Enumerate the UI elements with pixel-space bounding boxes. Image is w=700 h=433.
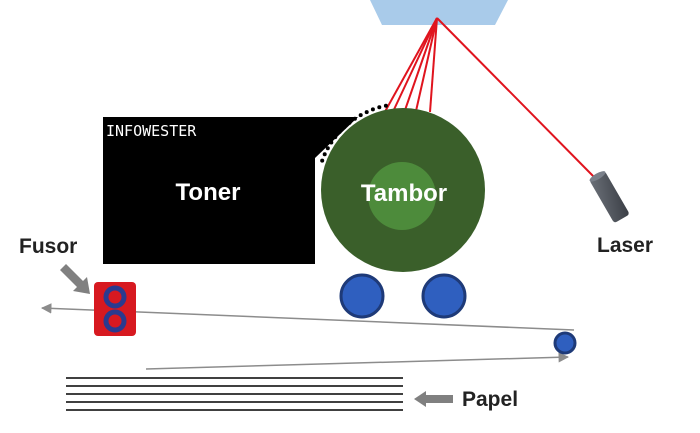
mirror bbox=[370, 0, 508, 25]
toner-particle bbox=[383, 103, 388, 108]
toner-particle bbox=[352, 116, 357, 121]
paper-path-bottom bbox=[145, 352, 570, 370]
laser-beam-4 bbox=[415, 17, 438, 112]
toner-particle bbox=[364, 110, 369, 115]
laser-beam-5 bbox=[429, 17, 438, 113]
paper-stack bbox=[66, 377, 403, 411]
toner-particle bbox=[342, 125, 347, 130]
laser-device bbox=[589, 171, 629, 223]
toner-cartridge bbox=[103, 117, 358, 264]
toner-particle bbox=[377, 105, 382, 110]
toner-particle bbox=[320, 158, 325, 163]
toner-label: Toner bbox=[176, 179, 241, 206]
fuser-roller-bottom bbox=[103, 309, 127, 333]
drum-inner bbox=[368, 162, 436, 230]
brand-label: INFOWESTER bbox=[106, 122, 197, 140]
toner-particle bbox=[329, 140, 334, 145]
toner-particle bbox=[325, 146, 330, 151]
laser-beam-source bbox=[436, 17, 598, 181]
toner-particle bbox=[337, 129, 342, 134]
drum-label: Tambor bbox=[361, 180, 447, 207]
toner-particle bbox=[370, 107, 375, 112]
paper-label: Papel bbox=[462, 388, 518, 411]
fuser-label: Fusor bbox=[19, 235, 77, 258]
paper-guide-roller bbox=[553, 331, 577, 355]
toner-particles bbox=[320, 103, 388, 163]
toner-particle bbox=[347, 120, 352, 125]
laser-beams bbox=[376, 17, 598, 181]
toner-particle bbox=[358, 113, 363, 118]
laser-label: Laser bbox=[597, 234, 653, 257]
toner-particle bbox=[322, 152, 327, 157]
paper-arrow bbox=[414, 391, 453, 407]
fuser-arrow bbox=[60, 264, 90, 294]
laser-beam-3 bbox=[403, 17, 438, 114]
laser-beam-1 bbox=[376, 17, 438, 127]
laser-beam-2 bbox=[389, 17, 438, 119]
roller-right bbox=[421, 273, 467, 319]
fuser-roller-top bbox=[103, 285, 127, 309]
toner-particle bbox=[333, 135, 338, 140]
roller-left bbox=[339, 273, 385, 319]
